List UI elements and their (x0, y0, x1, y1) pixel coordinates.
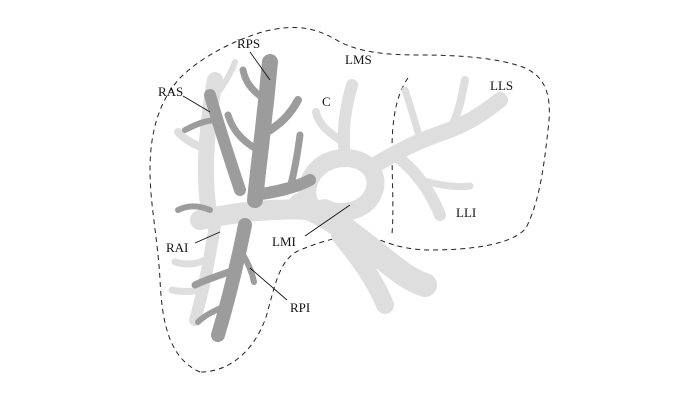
hepatic-ras-twig (182, 117, 221, 133)
label-c: C (322, 94, 331, 109)
label-rai: RAI (166, 240, 188, 255)
hepatic-rpi-twig-2 (195, 302, 231, 325)
hepatic-vein-tree (175, 54, 316, 342)
hepatic-rps-trunk (247, 54, 278, 208)
label-lmi: LMI (272, 234, 296, 249)
label-lls: LLS (490, 78, 513, 93)
portal-lli-twig (416, 176, 474, 191)
hepatic-ras-branch (204, 89, 246, 196)
portal-rai-twig (171, 256, 209, 268)
portal-rai-branch (189, 219, 221, 326)
labels: RPS RAS LMS LLS C LLI LMI RAI RPI (158, 36, 513, 315)
portal-vein-tree (168, 59, 508, 326)
hepatic-lower-left-twig (175, 203, 213, 213)
label-ras: RAS (158, 84, 183, 99)
leader-rai (194, 231, 221, 244)
portal-lls-twig-2 (401, 86, 424, 144)
hepatic-rps-twig-2 (224, 111, 262, 154)
label-rpi: RPI (290, 300, 310, 315)
hepatic-rpi-twig (191, 266, 239, 289)
hepatic-rpi-trunk (211, 218, 252, 342)
liver-outline (149, 26, 550, 373)
portal-trunk-lower (331, 226, 394, 314)
label-rps: RPS (237, 36, 260, 51)
portal-ras-twig (174, 128, 212, 154)
leader-lines (182, 51, 351, 301)
leader-rps (249, 51, 271, 81)
hepatic-right-twig (286, 131, 304, 192)
portal-lms-branch (337, 79, 358, 164)
label-lli: LLI (456, 205, 476, 220)
leader-ras (182, 95, 211, 113)
leader-lmi (304, 204, 351, 237)
portal-lms-twig (312, 108, 344, 144)
portal-lls-twig (446, 76, 469, 134)
hepatic-rps-twig-3 (239, 66, 270, 104)
portal-rai-twig-2 (168, 286, 204, 295)
leader-rpi (249, 267, 288, 301)
hepatic-right-branch (249, 174, 316, 201)
portal-c-loop (298, 149, 385, 222)
hepatic-rps-twig (258, 96, 302, 139)
hepatic-rpi-twig-3 (237, 247, 257, 285)
label-lms: LMS (345, 52, 372, 67)
